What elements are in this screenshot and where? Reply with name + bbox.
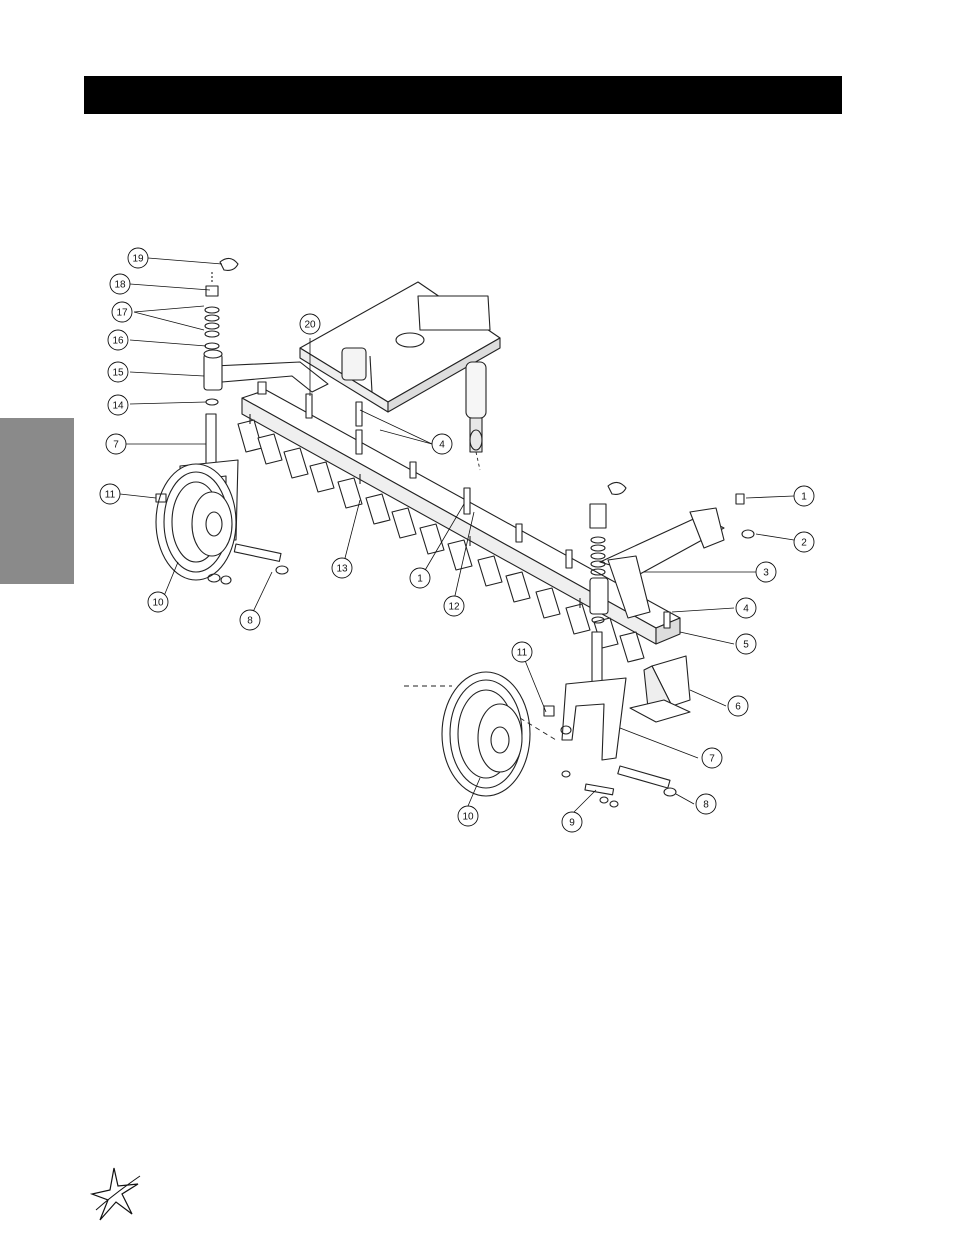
right-gauge-arm xyxy=(589,481,755,624)
callout-7-left: 7 xyxy=(105,433,127,455)
hitch-plate xyxy=(299,281,501,453)
callout-4-right: 4 xyxy=(735,597,757,619)
callout-9: 9 xyxy=(561,811,583,833)
right-caster xyxy=(543,631,627,761)
right-wheel xyxy=(441,671,677,808)
svg-text:7: 7 xyxy=(113,440,119,451)
callout-12: 12 xyxy=(443,595,465,617)
callout-13: 13 xyxy=(331,557,353,579)
svg-text:4: 4 xyxy=(439,440,445,451)
callout-11-left: 11 xyxy=(99,483,121,505)
svg-text:5: 5 xyxy=(743,640,749,651)
svg-text:7: 7 xyxy=(709,754,715,765)
callout-1-center: 1 xyxy=(409,567,431,589)
header-bar xyxy=(84,76,842,114)
svg-text:11: 11 xyxy=(517,648,528,659)
svg-text:3: 3 xyxy=(763,568,769,579)
svg-text:8: 8 xyxy=(703,800,709,811)
callout-8-right: 8 xyxy=(695,793,717,815)
svg-text:9: 9 xyxy=(569,818,575,829)
leader-lines xyxy=(119,257,795,813)
side-section-tab xyxy=(0,418,74,584)
callout-1-right: 1 xyxy=(793,485,815,507)
svg-text:2: 2 xyxy=(801,538,807,549)
callout-4-top: 4 xyxy=(431,433,453,455)
svg-text:8: 8 xyxy=(247,616,253,627)
callout-10-left: 10 xyxy=(147,591,169,613)
callout-17: 17 xyxy=(111,301,133,323)
callout-bubbles: 19 18 17 16 15 14 7 11 10 8 13 20 4 1 12… xyxy=(99,247,815,833)
callout-3: 3 xyxy=(755,561,777,583)
left-wheel xyxy=(155,463,289,585)
mounting-bracket xyxy=(629,655,691,723)
beam-bolts xyxy=(257,381,671,629)
tine-shanks xyxy=(237,414,645,663)
callout-6: 6 xyxy=(727,695,749,717)
callout-14: 14 xyxy=(107,394,129,416)
svg-text:16: 16 xyxy=(112,336,124,347)
callout-20: 20 xyxy=(299,313,321,335)
left-gauge-arm xyxy=(203,257,329,406)
svg-text:14: 14 xyxy=(112,401,124,412)
star-swoosh-logo-icon xyxy=(89,1167,141,1221)
callout-19: 19 xyxy=(127,247,149,269)
svg-text:20: 20 xyxy=(304,320,316,331)
svg-text:19: 19 xyxy=(132,254,144,265)
callout-18: 18 xyxy=(109,273,131,295)
svg-text:10: 10 xyxy=(462,812,474,823)
svg-text:4: 4 xyxy=(743,604,749,615)
svg-text:10: 10 xyxy=(152,598,164,609)
svg-text:18: 18 xyxy=(114,280,126,291)
callout-7-right: 7 xyxy=(701,747,723,769)
svg-text:13: 13 xyxy=(336,564,348,575)
callout-8-left: 8 xyxy=(239,609,261,631)
callout-16: 16 xyxy=(107,329,129,351)
callout-10-right: 10 xyxy=(457,805,479,827)
svg-text:12: 12 xyxy=(448,602,460,613)
callout-5: 5 xyxy=(735,633,757,655)
callout-11-right: 11 xyxy=(511,641,533,663)
callout-15: 15 xyxy=(107,361,129,383)
svg-text:17: 17 xyxy=(116,308,128,319)
svg-text:1: 1 xyxy=(801,492,807,503)
svg-text:15: 15 xyxy=(112,368,124,379)
svg-text:6: 6 xyxy=(735,702,741,713)
callout-2: 2 xyxy=(793,531,815,553)
svg-text:1: 1 xyxy=(417,574,423,585)
svg-text:11: 11 xyxy=(105,490,116,501)
